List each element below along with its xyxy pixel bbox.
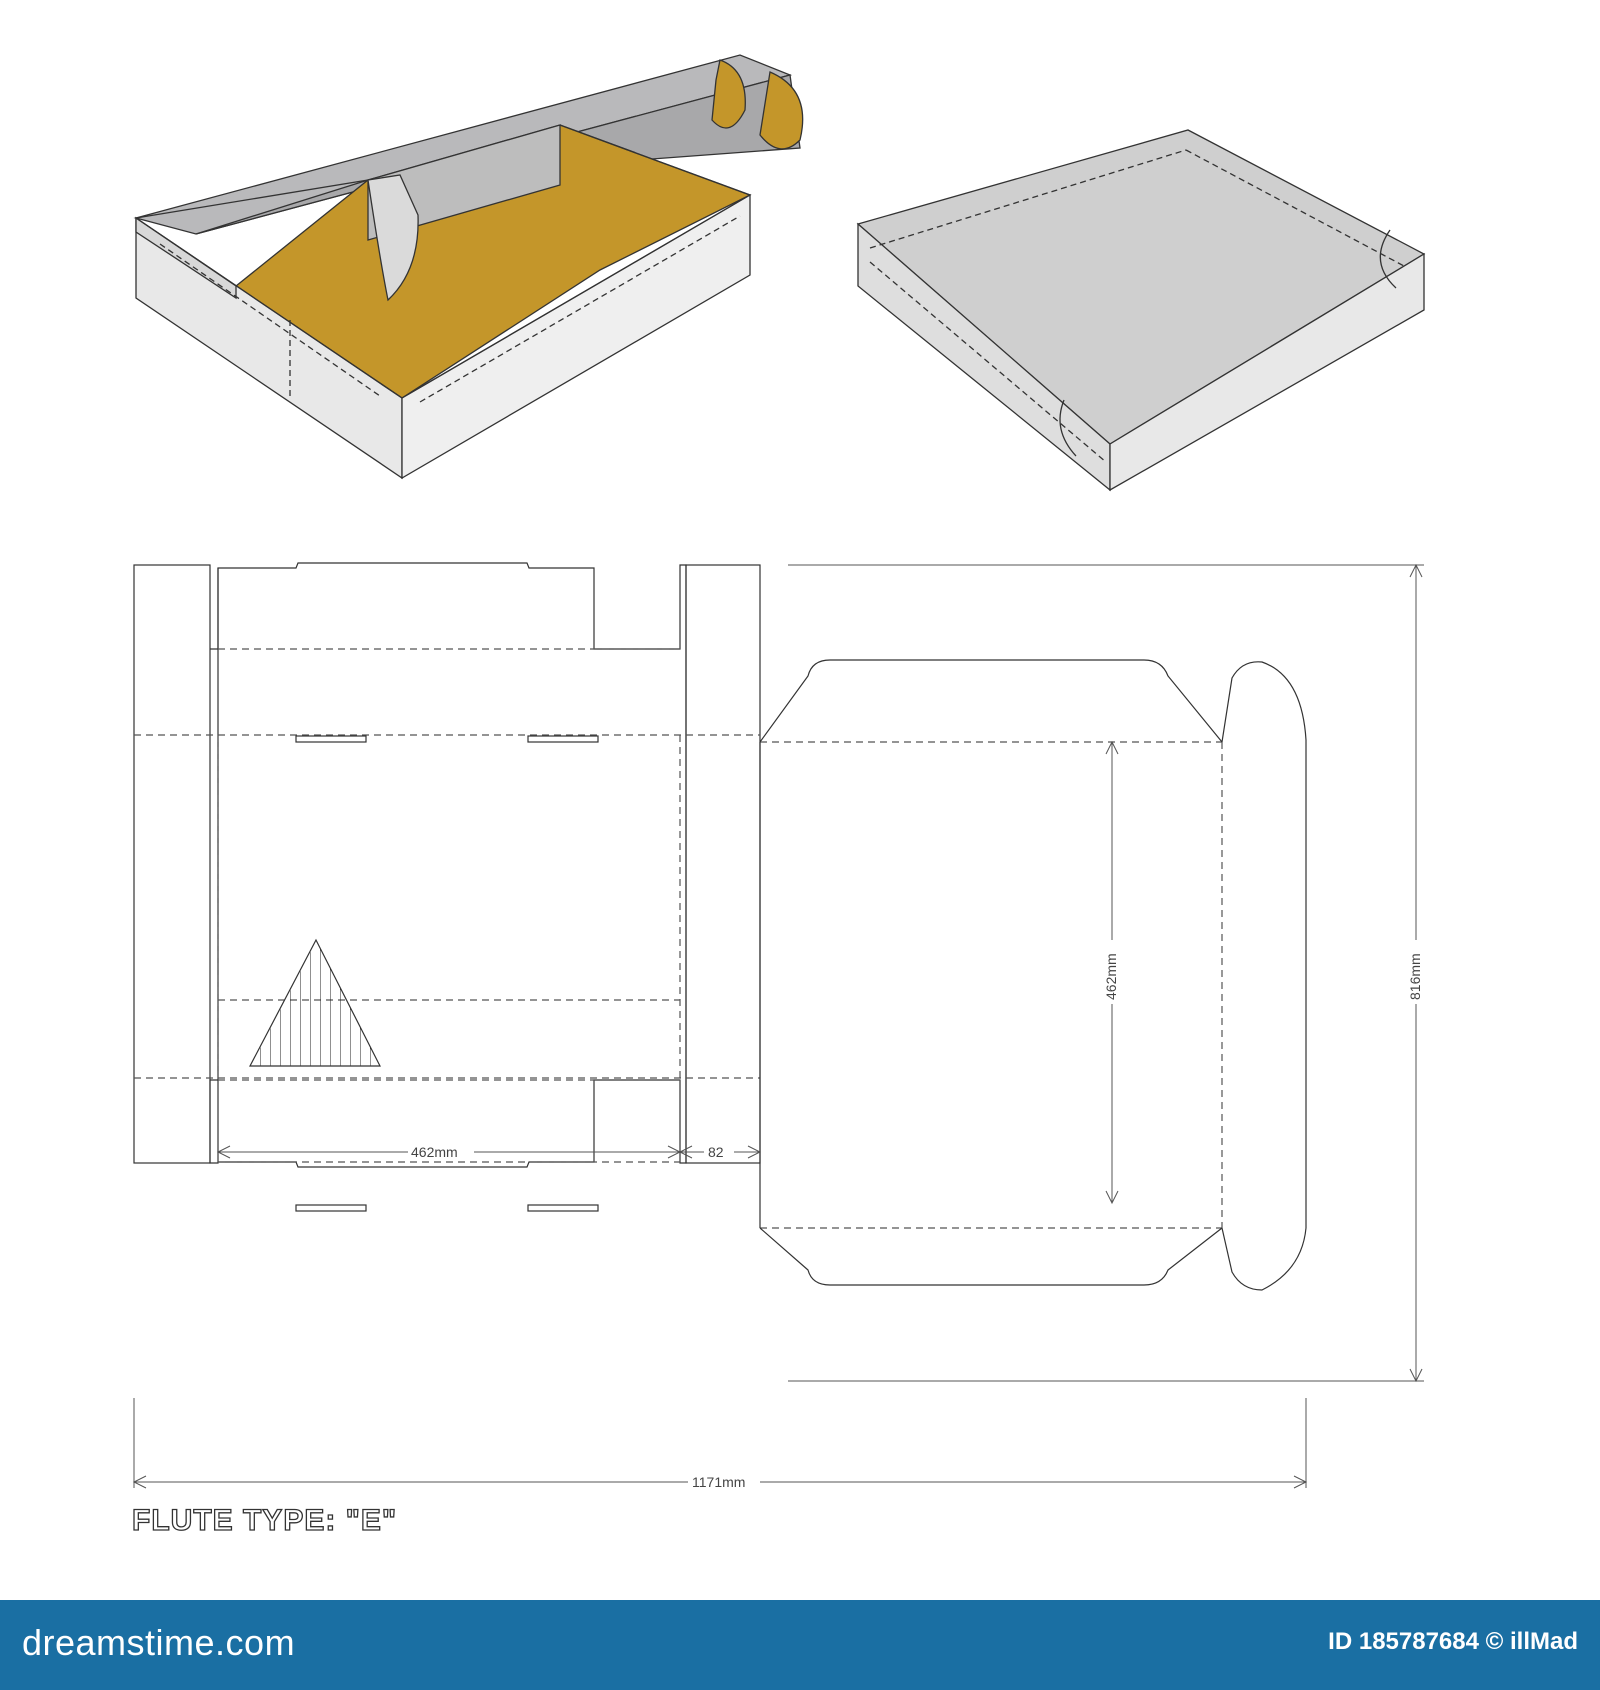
open-box-illustration xyxy=(133,54,804,480)
flat-dieline xyxy=(133,562,1307,1291)
dim-inner-height: 462mm xyxy=(1103,953,1119,1000)
dim-side-depth: 82 xyxy=(708,1144,724,1160)
flute-type-label: FLUTE TYPE: "E" xyxy=(131,1503,398,1537)
dim-total-width: 1171mm xyxy=(692,1474,745,1490)
footer-brand: dreamstime.com xyxy=(22,1622,296,1663)
footer-bar: dreamstime.com ID 185787684 © illMad xyxy=(0,1600,1600,1690)
dim-inner-width: 462mm xyxy=(411,1144,458,1160)
closed-box-illustration xyxy=(856,129,1426,492)
footer-image-id: ID 185787684 © illMad xyxy=(1328,1628,1578,1655)
dim-total-height: 816mm xyxy=(1407,953,1423,1000)
dieline-diagram: 462mm 82 462mm 816mm 1171mm xyxy=(132,54,1426,1491)
